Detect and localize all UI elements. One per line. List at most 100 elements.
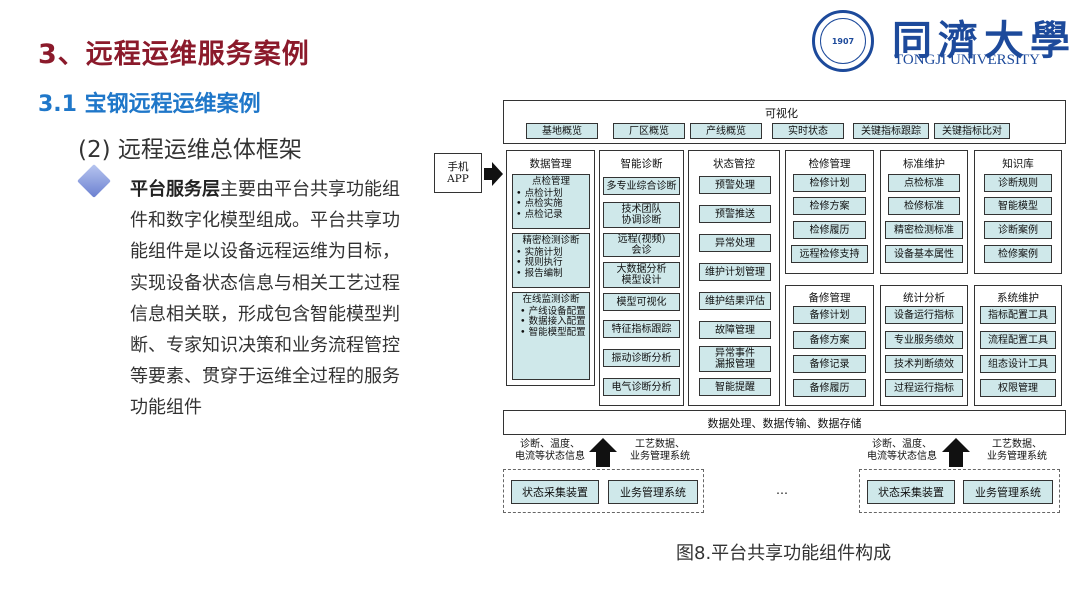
state-item: 预警推送 [699, 205, 771, 223]
spare-item: 备修记录 [793, 355, 866, 373]
right-state-info-label: 诊断、温度、 电流等状态信息 [867, 439, 937, 462]
group-item: 智能模型配置 [520, 327, 586, 339]
system-item: 组态设计工具 [980, 355, 1056, 373]
left-collect-device: 状态采集装置 [511, 480, 599, 504]
right-business-system: 业务管理系统 [963, 480, 1053, 504]
standard-item: 检修标准 [888, 197, 960, 215]
group-item: 实施计划 [516, 247, 586, 259]
state-item: 智能提醒 [699, 378, 771, 396]
left-state-info-label: 诊断、温度、 电流等状态信息 [515, 439, 585, 462]
repair-item: 检修方案 [793, 197, 866, 215]
stats-item: 过程运行指标 [885, 379, 963, 397]
data-processing-label: 数据处理、数据传输、数据存储 [707, 416, 862, 430]
vis-item: 实时状态 [772, 123, 844, 139]
online-monitoring-group: 在线监测诊断 产线设备配置 数据接入配置 智能模型配置 [512, 292, 590, 380]
diag-item: 模型可视化 [603, 293, 680, 311]
statistics-title: 统计分析 [903, 292, 945, 304]
knowledge-base-title: 知识库 [1002, 158, 1034, 170]
group-title: 精密检测诊断 [522, 235, 580, 246]
state-item: 故障管理 [699, 321, 771, 339]
left-source-group [503, 469, 704, 513]
description-paragraph: 平台服务层主要由平台共享功能组件和数字化模型组成。平台共享功能组件是以设备远程运… [130, 174, 416, 424]
state-item: 维护结果评估 [699, 292, 771, 310]
section-title: (2) 远程运维总体框架 [78, 137, 302, 163]
group-item: 规则执行 [516, 257, 586, 269]
paragraph-body: 主要由平台共享功能组件和数字化模型组成。平台共享功能组件是以设备远程运维为目标，… [130, 179, 400, 419]
standard-item: 精密检测标准 [885, 221, 963, 239]
spare-management-title: 备修管理 [808, 292, 851, 304]
group-item: 点检计划 [516, 188, 586, 200]
diag-item: 技术团队 协调诊断 [603, 202, 680, 228]
diag-item: 振动诊断分析 [603, 349, 680, 367]
system-maintenance-title: 系统维护 [997, 292, 1039, 304]
visualization-title: 可视化 [765, 107, 798, 120]
spare-item: 备修方案 [793, 331, 866, 349]
seal-year: 1907 [820, 18, 866, 64]
diag-item: 多专业综合诊断 [603, 177, 680, 195]
vis-item: 关键指标比对 [934, 123, 1010, 139]
vis-item: 产线概览 [690, 123, 762, 139]
university-seal-logo: 1907 [812, 10, 874, 72]
group-item: 产线设备配置 [520, 306, 586, 318]
data-management-title: 数据管理 [529, 158, 572, 170]
stats-item: 专业服务绩效 [885, 331, 963, 349]
left-up-arrow-icon [589, 438, 617, 452]
repair-item: 远程检修支持 [791, 245, 868, 263]
diag-item: 远程(视频) 会诊 [603, 233, 680, 257]
state-item: 预警处理 [699, 176, 771, 194]
right-collect-device: 状态采集装置 [867, 480, 955, 504]
stats-item: 技术判断绩效 [885, 355, 963, 373]
right-source-group [859, 469, 1060, 513]
repair-management-title: 检修管理 [808, 158, 851, 170]
group-title: 在线监测诊断 [522, 294, 580, 305]
left-process-data-label: 工艺数据、 业务管理系统 [630, 439, 690, 462]
right-process-data-label: 工艺数据、 业务管理系统 [987, 439, 1047, 462]
standard-item: 点检标准 [888, 174, 960, 192]
diag-item: 电气诊断分析 [603, 378, 680, 396]
diag-item: 大数据分析 模型设计 [603, 262, 680, 288]
left-up-arrow-shaft [596, 451, 610, 467]
knowledge-item: 检修案例 [984, 245, 1052, 263]
paragraph-lead: 平台服务层 [130, 179, 220, 200]
group-item: 点检实施 [516, 198, 586, 210]
data-processing-bar: 数据处理、数据传输、数据存储 [503, 410, 1066, 435]
vis-item: 厂区概览 [613, 123, 685, 139]
stats-item: 设备运行指标 [885, 306, 963, 324]
standard-maintenance-title: 标准维护 [903, 158, 945, 170]
figure-caption: 图8.平台共享功能组件构成 [676, 543, 892, 564]
right-up-arrow-icon [942, 438, 970, 452]
state-control-title: 状态管控 [713, 158, 755, 170]
page-heading: 3、远程运维服务案例 [38, 39, 310, 70]
mobile-app-box: 手机 APP [434, 153, 482, 193]
spare-item: 备修计划 [793, 306, 866, 324]
group-item: 点检记录 [516, 209, 586, 221]
app-arrow-icon [484, 162, 503, 186]
vis-item: 关键指标跟踪 [853, 123, 929, 139]
ellipsis: … [776, 483, 788, 497]
group-item: 报告编制 [516, 268, 586, 280]
spare-item: 备修履历 [793, 379, 866, 397]
state-item: 异常处理 [699, 234, 771, 252]
university-name-cn: 同濟大學 [892, 17, 1076, 64]
knowledge-item: 智能模型 [984, 197, 1052, 215]
group-item: 数据接入配置 [520, 316, 586, 328]
repair-item: 检修计划 [793, 174, 866, 192]
vis-item: 基地概览 [526, 123, 598, 139]
precision-detection-group: 精密检测诊断 实施计划规则执行报告编制 [512, 233, 590, 288]
system-item: 流程配置工具 [980, 331, 1056, 349]
smart-diagnosis-title: 智能诊断 [620, 158, 663, 170]
diag-item: 特征指标跟踪 [603, 320, 680, 338]
knowledge-item: 诊断案例 [984, 221, 1052, 239]
knowledge-item: 诊断规则 [984, 174, 1052, 192]
standard-item: 设备基本属性 [885, 245, 963, 263]
right-up-arrow-shaft [949, 451, 963, 467]
system-item: 权限管理 [980, 379, 1056, 397]
mobile-app-label: 手机 APP [447, 161, 469, 185]
group-title: 点检管理 [531, 176, 570, 187]
inspection-group: 点检管理 点检计划点检实施点检记录 [512, 174, 590, 229]
sub-heading: 3.1 宝钢远程运维案例 [38, 92, 261, 117]
state-item: 异常事件 漏报管理 [699, 346, 771, 372]
system-item: 指标配置工具 [980, 306, 1056, 324]
left-business-system: 业务管理系统 [608, 480, 698, 504]
